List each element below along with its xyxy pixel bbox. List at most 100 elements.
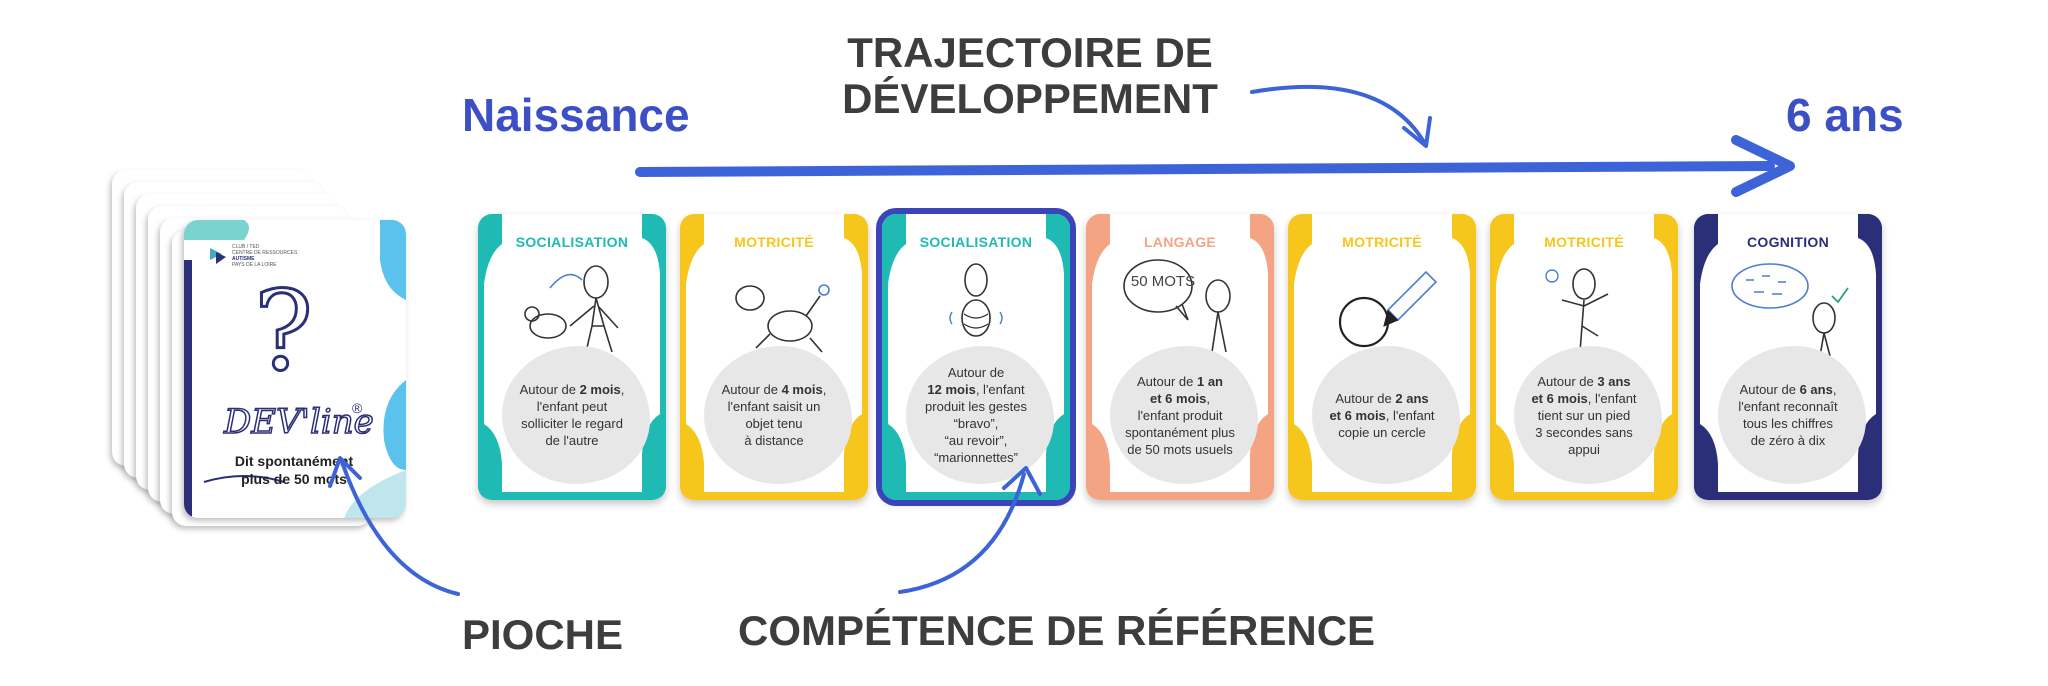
card-text-segment: “marionnettes” [934, 450, 1018, 465]
card-text-segment: Autour de [1739, 382, 1800, 397]
card-text-segment: , l'enfant [1385, 407, 1435, 423]
card-text-segment: “bravo”, [953, 416, 999, 431]
card-text-segment: Autour de [519, 382, 580, 397]
pioche-label: PIOCHE [462, 611, 624, 658]
card-text-segment: objet tenu [745, 416, 803, 431]
card-text-segment: Autour de [1335, 390, 1396, 406]
card-text-segment: copie un cercle [1338, 424, 1426, 440]
brand-logo: DEV'line [223, 401, 374, 443]
card-category: MOTRICITÉ [1342, 234, 1422, 250]
card-age-highlight: 4 mois [781, 382, 823, 397]
card-description-line: Autour de 4 mois, [708, 381, 840, 398]
registered-mark: ® [352, 400, 363, 416]
card-description-line: solliciter le regard [506, 415, 638, 432]
logo-line: AUTISME [232, 256, 255, 262]
card-illustration [508, 256, 636, 356]
card-description-line: Autour de 2 ans [1316, 390, 1448, 407]
card-text-blob [1514, 346, 1662, 484]
pioche-curved-arrow [328, 456, 460, 596]
card-text-segment: l'enfant peut [536, 399, 608, 414]
card-text-segment: “au revoir”, [944, 433, 1008, 448]
card-text-segment: spontanément plus [1125, 424, 1235, 440]
card-text-segment: , [620, 382, 625, 397]
trajectory-label-line2: DÉVELOPPEMENT [842, 75, 1218, 123]
card-description-line: de zéro à dix [1722, 432, 1854, 449]
card-text-segment: solliciter le regard [521, 416, 623, 431]
card-text-segment: Autour de [721, 382, 782, 397]
card-illustration [912, 256, 1040, 356]
logo-line: CLUB / TED [232, 244, 260, 250]
card-text-blob [906, 346, 1054, 484]
reference-label: COMPÉTENCE DE RÉFÉRENCE [738, 607, 1376, 654]
card-category: COGNITION [1746, 234, 1830, 250]
card-description-line: l'enfant produit [1114, 407, 1246, 424]
card-description-line: Autour de [910, 364, 1042, 381]
card-text-segment: de 50 mots usuels [1127, 441, 1233, 457]
card-description: Autour de 2 mois, l'enfant peut solliciter… [506, 381, 638, 449]
card-description-line: tous les chiffres [1722, 415, 1854, 432]
card-illustration [710, 256, 838, 356]
card-description-line: produit les gestes [910, 398, 1042, 415]
card-text-segment: , [1206, 390, 1210, 406]
card-description-line: spontanément plus [1114, 424, 1246, 441]
card-category: MOTRICITÉ [734, 234, 814, 250]
card-description-line: de 50 mots usuels [1114, 441, 1246, 458]
card-description-line: l'enfant saisit un [708, 398, 840, 415]
timeline-arrow [635, 135, 1795, 197]
card-text-segment: de l'autre [545, 433, 599, 448]
card-text-segment: , [822, 382, 827, 397]
card-description-line: “au revoir”, [910, 432, 1042, 449]
card-description-line: appui [1518, 441, 1650, 458]
deck-card-text: Dit spontanément plus de 50 mots [194, 452, 394, 488]
card-description-line: Autour de 3 ans [1518, 373, 1650, 390]
logo-line: CENTRE DE RESSOURCES [232, 250, 298, 256]
card-category: MOTRICITÉ [1544, 234, 1624, 250]
card-category: SOCIALISATION [515, 234, 629, 250]
card-text-segment: l'enfant produit [1137, 407, 1223, 423]
card-age-highlight: et 6 mois [1150, 390, 1207, 406]
trajectory-curved-arrow [1250, 84, 1432, 148]
skill-card: SOCIALISATION Autour de 2 mois, l'enfant p… [478, 214, 666, 500]
card-text-blob [1110, 346, 1258, 484]
card-text-segment: tous les chiffres [1742, 416, 1834, 431]
end-label: 6 ans [1786, 89, 1904, 141]
card-description-line: Autour de 6 ans, [1722, 381, 1854, 398]
card-age-highlight: 2 ans [1395, 390, 1429, 406]
card-text-segment: 3 secondes sans [1535, 424, 1633, 440]
skill-card: MOTRICITÉ Autour de 4 mois,l'enfant saisi… [680, 214, 868, 500]
card-text-segment: Autour de [1136, 373, 1197, 389]
deck-card-text-line: plus de 50 mots [241, 471, 347, 487]
card-description-line: à distance [708, 432, 840, 449]
card-description-line: et 6 mois, l'enfant [1316, 407, 1448, 424]
start-label: Naissance [462, 89, 690, 141]
deck-front-card: CLUB / TED CENTRE DE RESSOURCES AUTISME … [184, 220, 406, 518]
card-text-segment: l'enfant saisit un [727, 399, 821, 414]
card-age-highlight: 1 an [1196, 373, 1223, 389]
card-description-line: 3 secondes sans [1518, 424, 1650, 441]
card-age-highlight: 2 mois [579, 382, 621, 397]
trajectory-label: TRAJECTOIRE DE DÉVELOPPEMENT [820, 29, 1240, 123]
card-text-blob [1718, 346, 1866, 484]
card-description-line: et 6 mois, [1114, 390, 1246, 407]
card-illustration [1318, 256, 1446, 356]
card-text-segment: , l'enfant [975, 382, 1025, 397]
card-description-line: copie un cercle [1316, 424, 1448, 441]
card-category: LANGAGE [1143, 234, 1217, 250]
card-age-highlight: 12 mois [927, 382, 976, 397]
speech-bubble-text: 50 MOTS [1130, 273, 1196, 290]
card-illustration [1520, 256, 1648, 356]
card-age-highlight: et 6 mois [1329, 407, 1386, 423]
deck-card-text-line: Dit spontanément [234, 453, 354, 469]
logo-icon [208, 246, 228, 266]
reference-curved-arrow [898, 466, 1042, 594]
trajectory-label-line1: TRAJECTOIRE DE [847, 29, 1213, 76]
